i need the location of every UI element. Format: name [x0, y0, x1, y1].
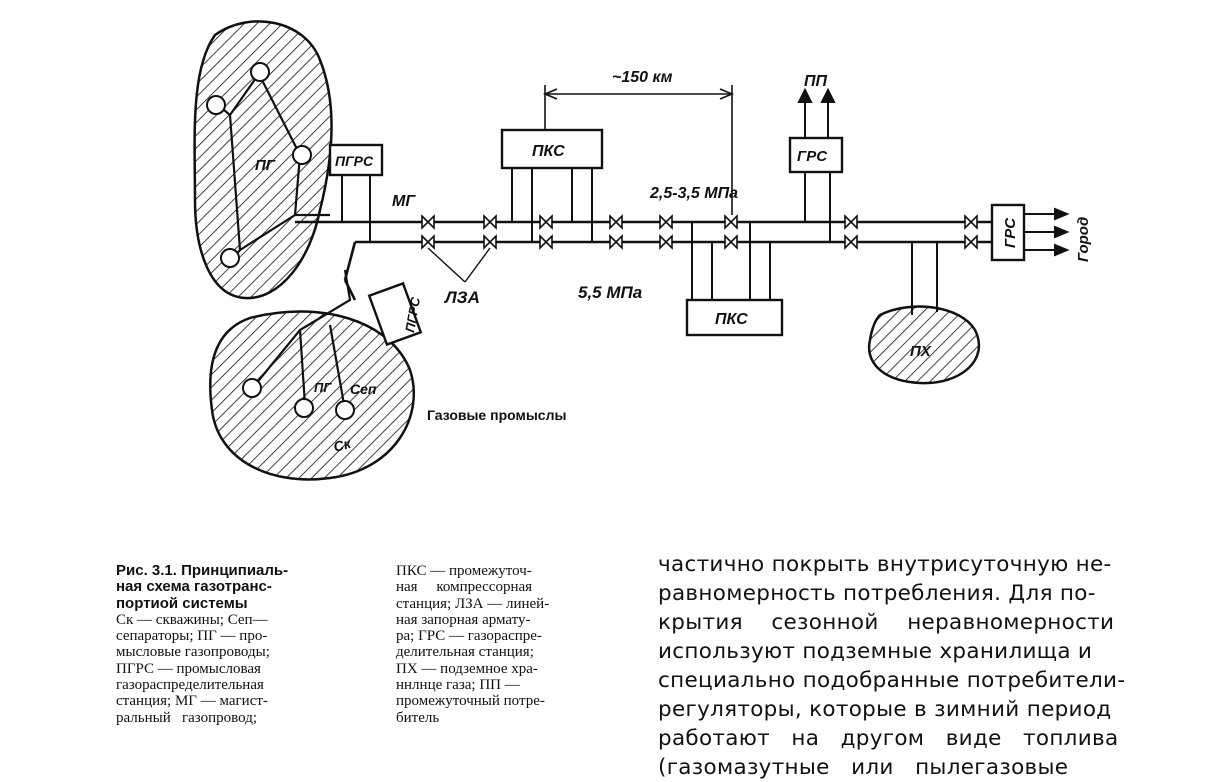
- label-pks-top: ПКС: [532, 143, 565, 160]
- pgrs-bottom-box: [367, 281, 423, 347]
- pp-arrows: [797, 87, 836, 242]
- caption-line: станция; ЛЗА — линей-: [396, 595, 550, 612]
- pks-top-box: [500, 128, 604, 170]
- label-sep: Сеп: [350, 381, 377, 397]
- body-line: работают на другом виде топлива: [658, 726, 1119, 751]
- body-line: (газомазутные или пылегазовые: [658, 755, 1069, 780]
- body-text: частично покрыть внутрисуточную не- равн…: [658, 550, 1178, 782]
- body-line: используют подземные хранилища и: [658, 639, 1093, 664]
- separator: [335, 400, 355, 420]
- figure-caption-col1: Рис. 3.1. Принципиаль- ная схема газотра…: [116, 562, 348, 726]
- body-line: частично покрыть внутрисуточную не-: [658, 552, 1112, 577]
- label-grs-top: ГРС: [797, 148, 828, 165]
- caption-line: ная запорная армату-: [396, 611, 531, 628]
- well-top-2: [206, 95, 226, 115]
- distance-dimension: [542, 85, 735, 215]
- caption-title-1: Рис. 3.1. Принципиаль-: [116, 562, 289, 579]
- storage-connectors: [911, 242, 938, 315]
- label-city: Город: [1075, 217, 1092, 262]
- caption-line: Ск — скважины; Сеп—: [116, 611, 268, 628]
- caption-line: станция; МГ — магист-: [116, 693, 268, 710]
- label-pks-bottom: ПКС: [715, 311, 748, 328]
- caption-line: ПХ — подземное хра-: [396, 660, 538, 677]
- label-pp: ПП: [804, 73, 828, 90]
- pks-bottom-connectors: [691, 222, 771, 300]
- well-bottom-2: [294, 398, 314, 418]
- body-line: регуляторы, которые в зимний период: [658, 697, 1112, 722]
- caption-line: ПКС — промежуточ-: [396, 563, 532, 579]
- label-sk: Ск: [332, 435, 354, 455]
- caption-line: промежуточный потре-: [396, 693, 545, 710]
- caption-line: газораспределительная: [116, 677, 264, 694]
- label-pressure-low: 2,5-3,5 МПа: [649, 185, 738, 202]
- well-top-4: [220, 248, 240, 268]
- label-mg: МГ: [392, 193, 416, 210]
- pks-bottom-box: [685, 298, 784, 337]
- caption-line: мысловые газопроводы;: [116, 644, 270, 661]
- caption-line: ннлнце газа; ПП —: [396, 677, 520, 694]
- label-pg-bottom: ПГ: [314, 380, 332, 395]
- body-line: равномерность потребления. Для по-: [658, 581, 1096, 606]
- label-lza: ЛЗА: [443, 288, 480, 307]
- grs-right-box: [990, 203, 1026, 262]
- label-pgrs-top: ПГРС: [335, 153, 374, 169]
- well-top-1: [250, 62, 270, 82]
- well-top-3: [292, 145, 312, 165]
- grs-top-box: [788, 136, 844, 174]
- caption-title-3: портиой системы: [116, 594, 248, 612]
- label-pressure-high: 5,5 МПа: [578, 283, 642, 302]
- body-line: специально подобранные потребители-: [658, 668, 1126, 693]
- gas-field-top: [193, 20, 333, 300]
- city-arrows: [1024, 207, 1070, 257]
- label-pg-top: ПГ: [255, 157, 276, 174]
- caption-title-2: ная схема газотранс-: [116, 578, 272, 596]
- label-pgrs-bottom: ПГРС: [402, 295, 423, 333]
- caption-line: ПГРС — промысловая: [116, 660, 261, 677]
- label-distance: ~150 км: [612, 69, 673, 86]
- figure-caption-col2: ПКС — промежуточ- ная компрессорная стан…: [396, 563, 628, 726]
- caption-line: делительная станция;: [396, 644, 534, 661]
- gas-transport-scheme-figure: ПГ ПГ Сеп Ск: [193, 20, 1092, 481]
- label-gas-fields: Газовые промыслы: [427, 407, 566, 423]
- pks-top-connectors: [511, 168, 593, 242]
- pgrs-top-connectors: [341, 175, 371, 242]
- label-px: ПХ: [910, 343, 932, 360]
- caption-line: битель: [396, 709, 440, 726]
- body-line: крытия сезонной неравномерности: [658, 610, 1115, 635]
- label-grs-right: ГРС: [1002, 217, 1019, 248]
- caption-line: сепараторы; ПГ — про-: [116, 628, 268, 645]
- underground-storage-px: [867, 305, 981, 385]
- caption-line: ная компрессорная: [396, 579, 533, 596]
- caption-line: ра; ГРС — газораспре-: [396, 628, 542, 645]
- caption-line: ральный газопровод;: [116, 709, 258, 726]
- line-valves: [421, 214, 978, 250]
- pgrs-top-box: [328, 143, 384, 177]
- lza-pointers: [427, 247, 491, 283]
- gas-field-bottom: [209, 310, 415, 481]
- well-bottom-1: [242, 378, 262, 398]
